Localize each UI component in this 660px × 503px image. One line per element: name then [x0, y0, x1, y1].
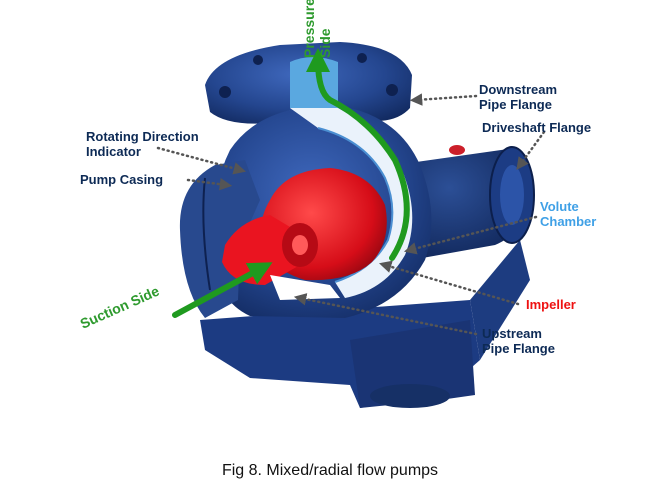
label-downstream-pipe-flange: Downstream Pipe Flange [479, 82, 558, 112]
label-driveshaft-flange: Driveshaft Flange [482, 120, 592, 135]
label-pressure-side-line2: Side [317, 28, 333, 58]
label-pressure-side: Pressure Side [296, 0, 336, 60]
pump-base [200, 240, 530, 408]
label-impeller: Impeller [526, 297, 576, 312]
label-rotating-direction-indicator: Rotating Direction Indicator [86, 129, 199, 159]
figure-caption: Fig 8. Mixed/radial flow pumps [221, 462, 439, 479]
label-upstream-pipe-flange: Upstream Pipe Flange [482, 326, 555, 356]
leader-lines [156, 93, 546, 336]
impeller [222, 168, 387, 300]
pressure-flow-arrow [306, 48, 410, 261]
suction-flow-arrow [172, 262, 273, 318]
label-pressure-side-line1: Pressure [301, 0, 317, 58]
label-volute-chamber: Volute Chamber [540, 199, 597, 229]
label-pump-casing: Pump Casing [80, 172, 164, 187]
